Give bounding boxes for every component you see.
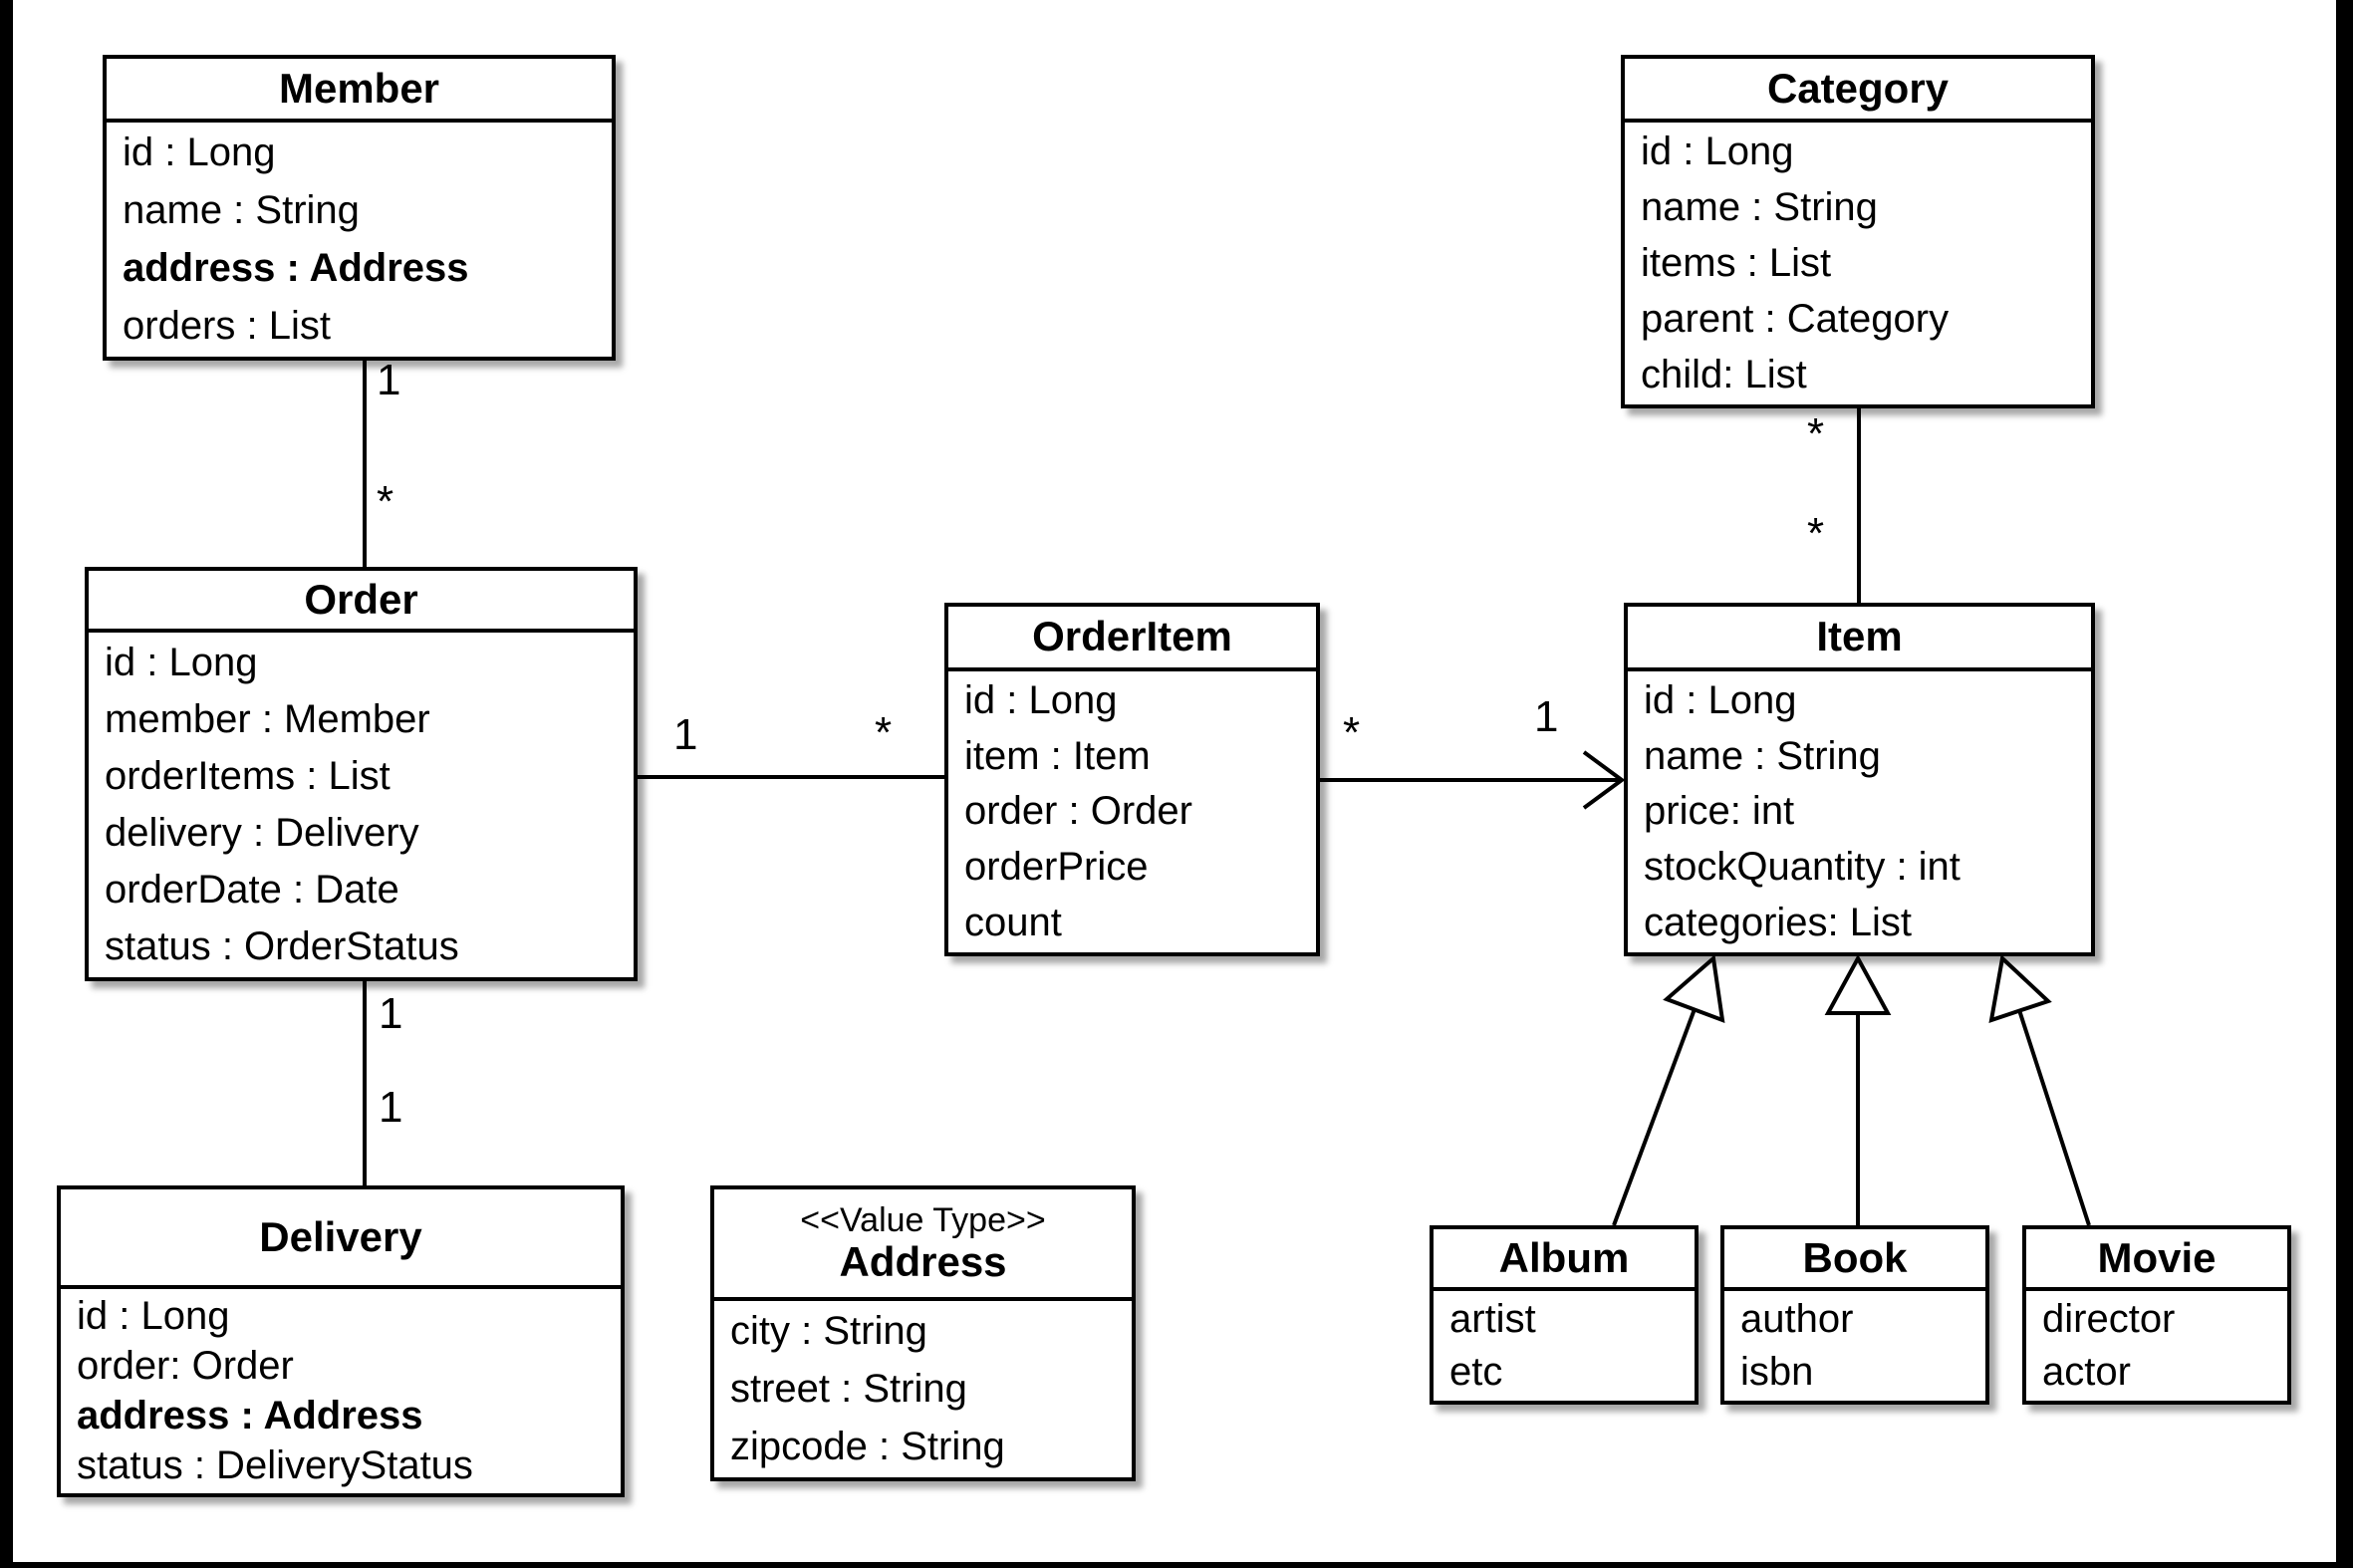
inheritance-triangle-icon [1988, 954, 2052, 1023]
attribute-row: address : Address [77, 1394, 423, 1438]
class-box-movie: Movie director actor [2022, 1225, 2291, 1405]
attributes-compartment: director actor [2026, 1291, 2287, 1401]
attribute-row: name : String [1641, 185, 1878, 230]
attribute-row: orders : List [123, 303, 331, 348]
attribute-row: author [1740, 1297, 1854, 1341]
attribute-row: stockQuantity : int [1644, 845, 1961, 890]
right-black-bar [2336, 0, 2353, 1568]
class-box-item: Item id : Long name : String price: int stoc… [1624, 603, 2095, 956]
stereotype-label: <<Value Type>> [800, 1201, 1046, 1240]
attribute-row: name : String [1644, 733, 1881, 778]
attribute-row: items : List [1641, 240, 1832, 285]
attribute-row: orderItems : List [105, 754, 391, 798]
attribute-row: order: Order [77, 1343, 294, 1388]
left-black-bar [0, 0, 13, 1568]
attributes-compartment: id : Long name : String address : Address o… [107, 123, 612, 357]
inheritance-line-album-item [1612, 1008, 1697, 1226]
class-title-compartment: Category [1625, 59, 2091, 123]
class-box-order: Order id : Long member : Member orderItems … [85, 567, 638, 981]
class-title-compartment: <<Value Type>>Address [714, 1189, 1132, 1301]
attribute-row: id : Long [1641, 130, 1794, 174]
attribute-row: parent : Category [1641, 296, 1950, 341]
multiplicity-label-orderitem-item-to_label: 1 [1534, 692, 1559, 741]
inheritance-triangle-icon [1663, 954, 1725, 1024]
attribute-row: id : Long [964, 678, 1118, 723]
attribute-row: id : Long [105, 641, 258, 684]
class-box-category: Category id : Long name : String items : Li… [1621, 55, 2095, 408]
inheritance-triangle-icon [1824, 953, 1892, 1015]
attribute-row: artist [1449, 1297, 1536, 1341]
attribute-row: isbn [1740, 1350, 1814, 1394]
class-box-delivery: Delivery id : Long order: Order address : A… [57, 1185, 625, 1497]
attribute-row: count [964, 900, 1062, 944]
attribute-row: name : String [123, 188, 360, 233]
attribute-row: city : String [730, 1309, 927, 1354]
multiplicity-label-order-orderitem-to_label: * [875, 708, 893, 757]
multiplicity-label-order-delivery-from_label: 1 [379, 989, 403, 1038]
multiplicity-label-order-delivery-to_label: 1 [379, 1083, 403, 1132]
class-title: Order [304, 575, 418, 623]
multiplicity-label-category-item-from_label: * [1807, 409, 1825, 458]
attribute-row: address : Address [123, 245, 469, 290]
class-title-compartment: Album [1434, 1229, 1695, 1291]
attribute-row: orderPrice [964, 845, 1149, 890]
attribute-row: status : OrderStatus [105, 924, 459, 968]
open-arrowhead-icon [1582, 750, 1626, 810]
attributes-compartment: id : Long item : Item order : Order orderPr… [948, 671, 1316, 952]
attributes-compartment: id : Long order: Order address : Address st… [61, 1289, 621, 1493]
multiplicity-label-order-orderitem-from_label: 1 [673, 710, 698, 759]
class-title: Member [278, 64, 440, 112]
attribute-row: order : Order [964, 789, 1192, 834]
bottom-black-bar [0, 1562, 2353, 1568]
class-title: Category [1766, 64, 1950, 112]
multiplicity-label-orderitem-item-from_label: * [1343, 708, 1361, 757]
attribute-row: etc [1449, 1350, 1503, 1394]
multiplicity-label-category-item-to_label: * [1807, 509, 1825, 558]
attributes-compartment: city : String street : String zipcode : St… [714, 1301, 1132, 1477]
class-title: Delivery [259, 1212, 422, 1260]
inheritance-line-movie-item [2017, 1009, 2091, 1226]
class-box-orderitem: OrderItem id : Long item : Item order : Ord… [944, 603, 1320, 956]
attributes-compartment: artist etc [1434, 1291, 1695, 1401]
attributes-compartment: id : Long name : String price: int stockQua… [1628, 671, 2091, 952]
class-title: Address [839, 1237, 1007, 1285]
attribute-row: item : Item [964, 733, 1151, 778]
class-title: Album [1498, 1233, 1630, 1281]
attribute-row: street : String [730, 1367, 967, 1411]
attribute-row: orderDate : Date [105, 868, 399, 912]
attribute-row: actor [2042, 1350, 2131, 1394]
class-title: Book [1802, 1233, 1908, 1281]
class-title-compartment: Member [107, 59, 612, 123]
attributes-compartment: id : Long member : Member orderItems : Lis… [89, 633, 634, 977]
attribute-row: director [2042, 1297, 2176, 1341]
attribute-row: id : Long [123, 131, 276, 175]
multiplicity-label-member-order-from_label: 1 [377, 356, 401, 404]
attribute-row: member : Member [105, 697, 430, 741]
class-box-book: Book author isbn [1720, 1225, 1989, 1405]
attribute-row: categories: List [1644, 900, 1913, 944]
attribute-row: child: List [1641, 352, 1807, 396]
class-title: Movie [2097, 1233, 2217, 1281]
attributes-compartment: author isbn [1724, 1291, 1985, 1401]
class-title: Item [1816, 613, 1903, 660]
class-box-address: <<Value Type>>Address city : String street… [710, 1185, 1136, 1481]
class-title-compartment: Delivery [61, 1189, 621, 1289]
class-title-compartment: Book [1724, 1229, 1985, 1291]
class-box-album: Album artist etc [1430, 1225, 1699, 1405]
attribute-row: id : Long [1644, 678, 1797, 723]
class-title-compartment: Movie [2026, 1229, 2287, 1291]
class-title-compartment: OrderItem [948, 607, 1316, 671]
attributes-compartment: id : Long name : String items : List parent… [1625, 123, 2091, 404]
attribute-row: status : DeliveryStatus [77, 1443, 473, 1488]
attribute-row: delivery : Delivery [105, 811, 419, 855]
attribute-row: price: int [1644, 789, 1795, 834]
class-title-compartment: Order [89, 571, 634, 633]
class-title: OrderItem [1032, 613, 1232, 660]
attribute-row: zipcode : String [730, 1424, 1005, 1468]
attribute-row: id : Long [77, 1293, 230, 1338]
class-title-compartment: Item [1628, 607, 2091, 671]
multiplicity-label-member-order-to_label: * [377, 477, 394, 526]
